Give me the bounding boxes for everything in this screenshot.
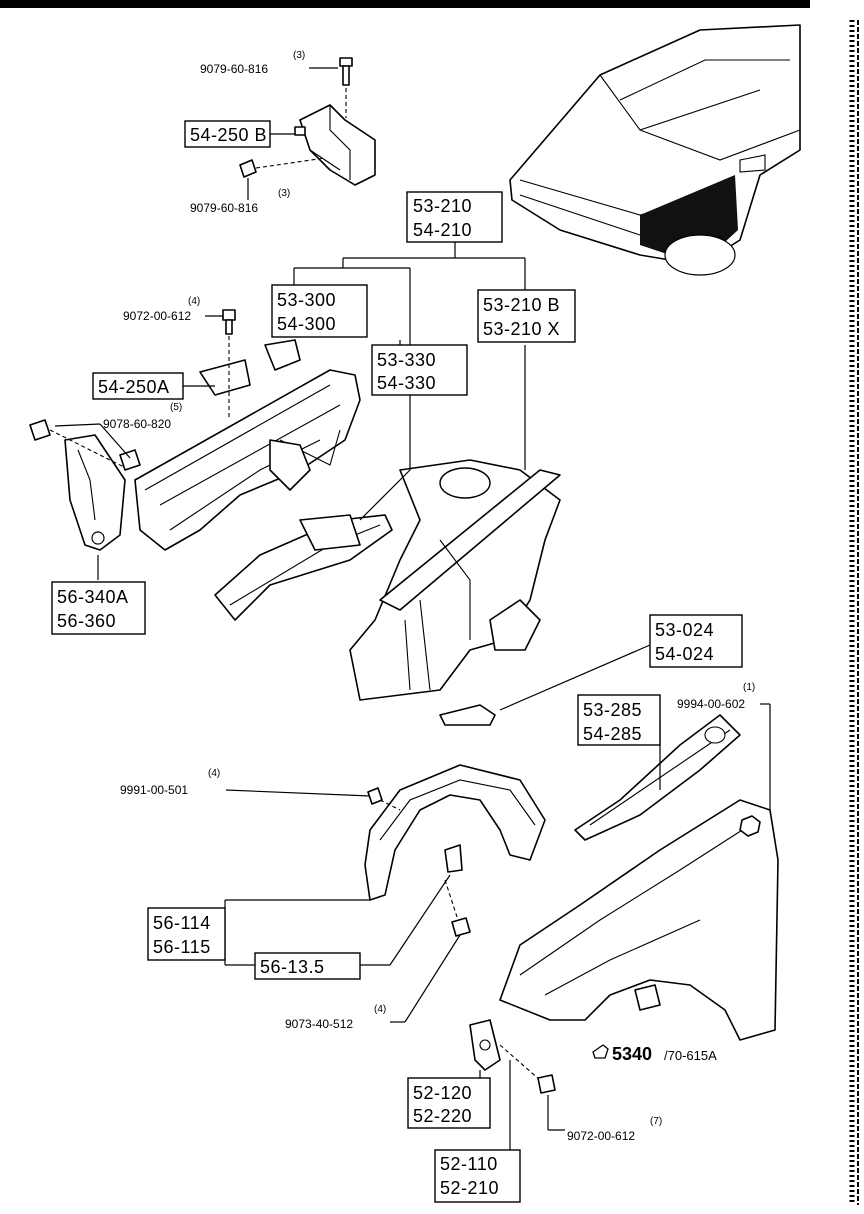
box-53-210: 53-210 54-210 [406, 191, 503, 243]
bracket-54-250b [294, 104, 376, 186]
clip-icon [367, 787, 401, 811]
qty-text: (3) [293, 50, 305, 61]
box-54-250b-label: 54-250 B [190, 125, 267, 145]
box-52-110: 52-110 52-210 [434, 1149, 521, 1203]
callout-bolt-top: (3) 9079-60-816 [200, 50, 305, 76]
box-56-114-line2: 56-115 [153, 937, 211, 957]
box-53-330-line2: 54-330 [377, 373, 436, 393]
gusset-56-340a [64, 434, 126, 551]
box-52-120-line2: 52-220 [413, 1106, 472, 1126]
bolt-icon [537, 1074, 556, 1094]
nut-icon [739, 815, 761, 837]
box-56-340a-line2: 56-360 [57, 611, 116, 631]
qty-text: (4) [208, 768, 220, 779]
callout-screw-9073: (4) 9073-40-512 [285, 1004, 386, 1031]
top-border [0, 0, 810, 8]
callout-bolt-9078: (5) 9078-60-820 [103, 402, 182, 431]
box-53-210-line1: 53-210 [413, 196, 472, 216]
box-53-300-line2: 54-300 [277, 314, 336, 334]
reference-note: 5340 /70-615A [592, 1044, 717, 1064]
qty-text: (4) [374, 1004, 386, 1015]
reinforcement-53-285 [574, 714, 741, 841]
callout-clip-9991: (4) 9991-00-501 [120, 768, 220, 797]
box-53-210b: 53-210 B 53-210 X [477, 289, 576, 343]
front-fender [499, 799, 779, 1041]
box-53-024-line2: 54-024 [655, 644, 714, 664]
qty-text: (3) [278, 188, 290, 199]
frame-rail-53-300 [134, 369, 361, 551]
bolt-icon [444, 879, 471, 937]
part-number: 9079-60-816 [190, 201, 258, 215]
box-53-285: 53-285 54-285 [577, 694, 661, 746]
fender-liner-56-114 [364, 764, 546, 901]
box-53-285-line2: 54-285 [583, 724, 642, 744]
right-edge-strip [849, 20, 859, 1205]
reference-main: 5340 [612, 1044, 652, 1064]
box-56-135: 56-13.5 [254, 952, 361, 980]
box-53-300: 53-300 54-300 [271, 284, 368, 338]
box-52-110-line2: 52-210 [440, 1178, 499, 1198]
box-53-330-line1: 53-330 [377, 350, 436, 370]
apron-53-330 [214, 514, 393, 621]
qty-text: (7) [650, 1116, 662, 1127]
box-53-024: 53-024 54-024 [649, 614, 743, 668]
callout-bolt-9072-lower: (7) 9072-00-612 [567, 1116, 662, 1143]
box-52-120-line1: 52-120 [413, 1083, 472, 1103]
part-number: 9991-00-501 [120, 783, 188, 797]
bolt-icon [339, 57, 353, 118]
box-56-114: 56-114 56-115 [147, 907, 226, 961]
bolt-icon [222, 309, 236, 420]
box-54-250a-label: 54-250A [98, 377, 170, 397]
box-53-024-line1: 53-024 [655, 620, 714, 640]
car-icon [509, 24, 801, 276]
bracket-54-250a [199, 339, 301, 396]
callout-bolt-9072-upper: (4) 9072-00-612 [123, 296, 200, 323]
callout-bolt-side: (3) 9079-60-816 [190, 188, 290, 215]
box-53-210b-line2: 53-210 X [483, 319, 560, 339]
reference-suffix: /70-615A [664, 1048, 717, 1063]
box-53-210b-line1: 53-210 B [483, 295, 560, 315]
box-52-110-line1: 52-110 [440, 1154, 498, 1174]
wheelhouse-53-210 [349, 459, 561, 701]
box-56-135-label: 56-13.5 [260, 957, 325, 977]
box-53-285-line1: 53-285 [583, 700, 642, 720]
box-53-210-line2: 54-210 [413, 220, 472, 240]
qty-text: (1) [743, 682, 755, 693]
part-number: 9078-60-820 [103, 417, 171, 431]
piece-53-024 [439, 704, 496, 726]
qty-text: (4) [188, 296, 200, 307]
part-number: 9072-00-612 [567, 1129, 635, 1143]
bolt-icon [239, 157, 326, 178]
bolt-icon [29, 419, 141, 471]
box-53-300-line1: 53-300 [277, 290, 336, 310]
box-56-114-line1: 56-114 [153, 913, 211, 933]
box-54-250a: 54-250A [92, 372, 184, 400]
reference-arrow-icon [592, 1044, 609, 1059]
part-number: 9994-00-602 [677, 697, 745, 711]
part-number: 9072-00-612 [123, 309, 191, 323]
part-number: 9079-60-816 [200, 62, 268, 76]
box-56-340a: 56-340A 56-360 [51, 581, 146, 635]
bracket-52-120 [469, 1019, 541, 1081]
box-56-340a-line1: 56-340A [57, 587, 129, 607]
box-54-250b: 54-250 B [184, 120, 271, 148]
qty-text: (5) [170, 402, 182, 413]
part-number: 9073-40-512 [285, 1017, 353, 1031]
callout-nut-9994: (1) 9994-00-602 [677, 682, 755, 711]
box-52-120: 52-120 52-220 [407, 1077, 491, 1129]
box-53-330: 53-330 54-330 [371, 344, 468, 396]
